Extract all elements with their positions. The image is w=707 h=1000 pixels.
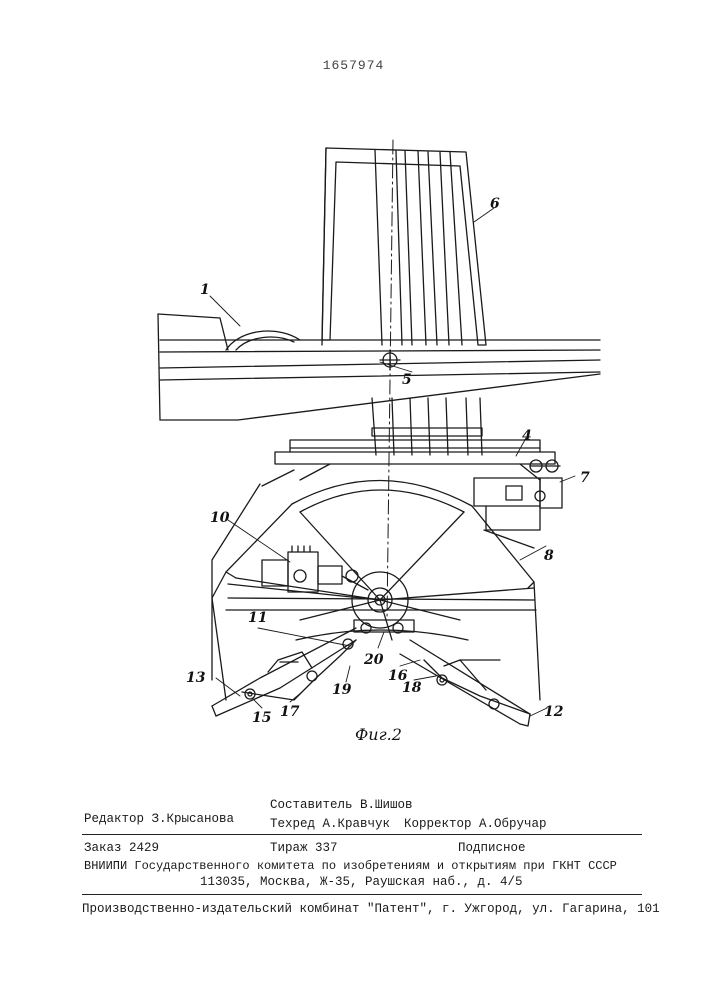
label-10: 10 <box>210 510 230 526</box>
label-15: 15 <box>252 710 271 726</box>
drive-7 <box>474 460 562 530</box>
imprint-vniipi: ВНИИПИ Государственного комитета по изоб… <box>84 860 617 872</box>
label-8: 8 <box>544 548 554 564</box>
imprint-address: 113035, Москва, Ж-35, Раушская наб., д. … <box>200 876 523 889</box>
imprint-techred: Техред А.Кравчук <box>270 818 390 831</box>
label-6: 6 <box>490 196 500 212</box>
label-12: 12 <box>544 704 564 720</box>
hub <box>352 572 414 633</box>
label-4: 4 <box>522 428 532 444</box>
imprint-subscription: Подписное <box>458 842 526 855</box>
imprint-corrector: Корректор А.Обручар <box>404 818 547 831</box>
figure-caption: Фиг.2 <box>355 725 402 744</box>
label-19: 19 <box>332 682 352 698</box>
imprint-circulation: Тираж 337 <box>270 842 338 855</box>
beam-1 <box>158 314 600 420</box>
label-7: 7 <box>580 470 590 486</box>
imprint-publisher: Производственно-издательский комбинат "П… <box>82 903 660 916</box>
label-13: 13 <box>186 670 206 686</box>
frame-4 <box>275 428 555 480</box>
imprint-editor: Редактор З.Крысанова <box>84 813 234 826</box>
technical-drawing-fig2: 1 4 5 6 7 8 10 11 12 13 15 16 17 18 19 2… <box>0 0 707 760</box>
rule-1 <box>82 834 642 835</box>
label-18: 18 <box>402 680 422 696</box>
imprint-compiler: Составитель В.Шишов <box>270 799 413 812</box>
arm-left <box>212 628 356 716</box>
label-11: 11 <box>248 610 267 626</box>
imprint-order: Заказ 2429 <box>84 842 159 855</box>
rule-2 <box>82 894 642 895</box>
label-5: 5 <box>402 372 412 388</box>
callout-labels: 1 4 5 6 7 8 10 11 12 13 15 16 17 18 19 2… <box>186 196 590 726</box>
label-20: 20 <box>363 652 384 668</box>
label-1: 1 <box>200 282 210 298</box>
label-17: 17 <box>280 704 300 720</box>
column-6 <box>322 148 486 455</box>
center-axis <box>387 140 393 620</box>
